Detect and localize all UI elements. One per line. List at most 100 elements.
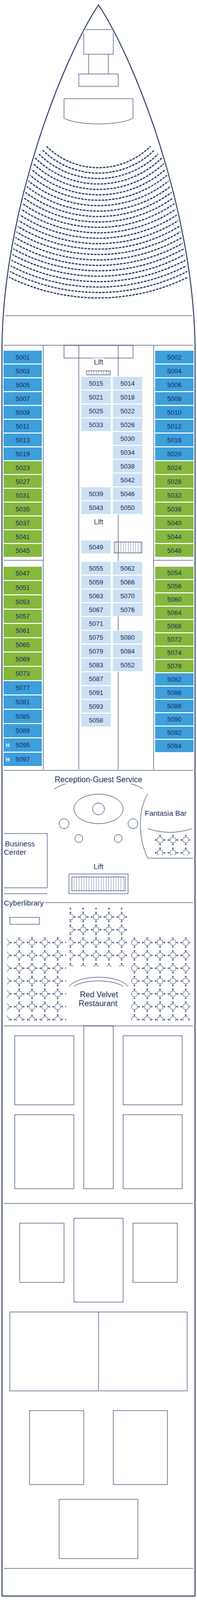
cabin: 5068 [154,618,195,632]
cabin: 5057 [2,608,43,623]
cabin: 5004 [154,363,195,378]
cabin: 5011 [2,418,43,433]
cabin: 5025 [80,403,112,418]
cabin-number: 5044 [167,532,182,540]
area-label: Reception-Guest Service [53,774,144,783]
cabin: 5006 [154,377,195,392]
accessible-mark: H [5,741,10,747]
cabin-number: 5034 [120,448,135,456]
cabin-number: 5087 [89,674,104,682]
cabin: 5035 [2,501,43,516]
cabin-number: 5084 [120,646,135,655]
area-label-box: Lift [78,357,119,366]
cabin-number: 5080 [120,632,135,641]
cabin-number: 5081 [15,697,31,705]
seat-row [0,196,197,238]
cabin: 5020 [154,446,195,460]
cabin: 5071 [80,615,112,630]
cabin-number: 5086 [167,688,182,696]
cabin-number: 5040 [167,518,182,526]
cabin-number: 5060 [167,594,182,603]
cabin-number: 5054 [167,568,182,576]
cabin: 5039 [80,486,112,500]
cabin: 5037 [2,515,43,529]
cabin: 5054 [154,565,195,579]
cabin-number: 5066 [120,577,135,586]
cabin: 5058 [80,712,112,726]
cabin: 5077 [2,679,43,694]
area-label: Cyberlibrary [2,897,45,906]
area-label: Lift [93,357,105,366]
cabin-number: 5026 [120,420,135,428]
cabin: 5050 [112,499,143,514]
cabin: 5092 [154,724,195,739]
cabin: 5088 [154,698,195,712]
cabin-number: 5012 [167,422,182,430]
cabin: 5008 [154,391,195,405]
cabin: 5055 [80,560,112,575]
cabin-number: 5016 [167,435,182,444]
cabin-number: 5024 [167,463,182,471]
cabin: 5066 [112,574,143,589]
accessible-mark: H [5,755,10,761]
cabin: 5083 [80,656,112,671]
cabin: 5052 [112,656,143,671]
cabin-number: 5064 [167,608,182,616]
cabin: 5015 [80,375,112,390]
cabin-number: 5045 [15,546,31,554]
cabin-number: 5004 [167,366,182,375]
cabin-number: 5097 [15,754,31,762]
cabin-number: 5085 [15,711,31,720]
cabin: 5062 [112,560,143,575]
cabin-number: 5049 [89,542,104,551]
cabin-number: 5094 [167,741,182,749]
cabin: 5023 [2,459,43,474]
seat-row [0,203,197,249]
cabin: 5018 [112,389,143,404]
cabin-number: 5063 [89,591,104,599]
area-label: Fantasia Bar [143,807,188,817]
cabin-number: 5002 [167,353,182,361]
cabin-number: 5009 [15,408,31,416]
area-label: Business Center [3,838,35,855]
cabin: 5094 [154,738,195,752]
cabin-number: 5059 [89,577,104,586]
cabin-number: 5071 [89,619,104,627]
seat-row [0,227,197,282]
cabin: 5097 H [2,751,43,766]
cabin: 5010 [154,404,195,419]
cabin-number: 5005 [15,380,31,389]
cabin: 5084 [112,643,143,657]
cabin: 5034 [112,444,143,459]
cabin-number: 5022 [120,406,135,415]
cabin: 5079 [80,643,112,657]
cabin-number: 5069 [15,654,31,662]
cabin: 5040 [154,515,195,529]
area-label-box: Lift [78,517,119,526]
seat-row [0,234,197,293]
cabin-number: 5046 [120,489,135,497]
cabin-number: 5088 [167,701,182,709]
cabin: 5059 [80,574,112,589]
cabin: 5016 [154,432,195,447]
cabin-number: 5008 [167,394,182,402]
cabin: 5080 [112,629,143,644]
cabin: 5041 [2,528,43,543]
cabin-number: 5027 [15,477,31,485]
cabin-number: 5028 [167,477,182,485]
cabin: 5014 [112,375,143,390]
cabin-number: 5037 [15,518,31,526]
cabin-number: 5078 [167,661,182,669]
seat-row [4,188,193,228]
cabin-number: 5089 [15,725,31,734]
cabin-number: 5095 [15,740,31,748]
cabin: 5061 [2,622,43,637]
cabin: 5021 [80,389,112,404]
cabin-number: 5019 [15,449,31,458]
cabin: 5022 [112,403,143,418]
area-label: Lift [93,517,105,526]
cabin-number: 5083 [89,660,104,668]
cabin: 5024 [154,459,195,474]
area-label-box: Lift [78,860,119,870]
cabin-number: 5061 [15,625,31,634]
